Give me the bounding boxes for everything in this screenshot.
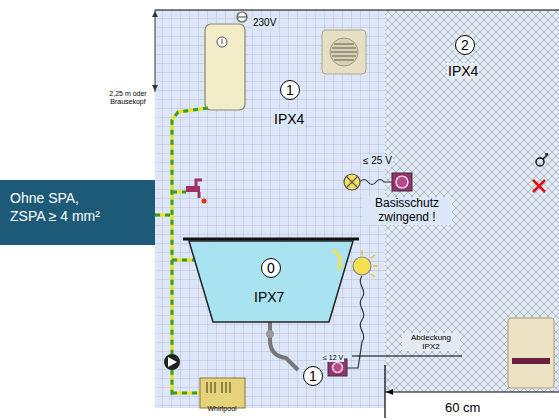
text-holder: IPX7 — [253, 288, 285, 306]
voltage-limit: ≤ 12 V — [322, 354, 344, 362]
bonding-note-box: Ohne SPA, ZSPA ≥ 4 mm² — [0, 180, 155, 245]
bathtub-zone-0: 0IPX7 — [183, 236, 359, 324]
text-holder: Basisschutz zwingend ! — [362, 197, 452, 225]
protection-note: Basisschutz zwingend ! — [362, 197, 452, 225]
text-holder: 0 — [261, 258, 281, 278]
zone-number: 1 — [280, 80, 300, 100]
text-holder: 60 cm — [445, 398, 480, 416]
text-holder: ≤ 12 V — [322, 346, 344, 364]
callout-number: 1 — [303, 366, 323, 386]
width-dimension — [385, 365, 559, 418]
zone-1-region: 1IPX40IPX7 — [155, 10, 385, 408]
tub-light — [347, 250, 378, 368]
bathtub-rim — [183, 238, 359, 241]
protection-class: IPX4 — [447, 63, 479, 79]
zone-number: 2 — [455, 35, 475, 55]
whirlpool-label: Whirlpool — [202, 405, 242, 413]
bathtub-outline — [183, 236, 359, 324]
text-holder: IPX4 — [273, 110, 305, 128]
zone-1-ground — [155, 10, 385, 408]
pump-symbol — [164, 354, 180, 370]
water-tap — [186, 180, 207, 204]
ceiling-line — [155, 9, 559, 10]
zone-number: 0 — [261, 258, 281, 278]
voltage-limit: ≤ 25 V — [362, 155, 393, 167]
bathtub-body — [189, 241, 353, 322]
ventilation-fan — [322, 30, 366, 74]
text-holder: Ohne SPA, ZSPA ≥ 4 mm² — [0, 180, 155, 235]
voltage-label: 230V — [252, 17, 277, 29]
whirlpool-unit — [200, 378, 245, 408]
text-holder: 1 — [280, 80, 300, 100]
cover-line — [352, 355, 462, 356]
text-holder: Abdeckung IPX2 — [402, 333, 460, 353]
socket-symbol — [533, 154, 548, 192]
text-holder: 230V — [252, 12, 277, 30]
appliance — [508, 318, 554, 388]
height-dimension-label: 2,25 m oder Brausekopf — [106, 90, 150, 106]
text-holder: IPX4 — [447, 62, 479, 80]
drain-pipe — [266, 322, 298, 370]
light-reflection — [333, 250, 340, 270]
light-25v — [344, 173, 412, 191]
power-symbol — [237, 12, 247, 22]
text-holder: 2,25 m oder Brausekopf — [106, 90, 150, 108]
dimension-label: 60 cm — [445, 401, 480, 416]
cover-label: Abdeckung IPX2 — [402, 333, 460, 351]
note-text: Ohne SPA, ZSPA ≥ 4 mm² — [10, 190, 110, 225]
text-holder: 2 — [455, 35, 475, 55]
protection-class: IPX4 — [273, 111, 305, 127]
text-holder: Whirlpool — [202, 397, 242, 415]
text-holder: 1 — [303, 366, 323, 386]
water-heater — [205, 24, 245, 110]
text-holder: ≤ 25 V — [362, 150, 393, 168]
height-dimension — [152, 10, 158, 92]
protection-class: IPX7 — [253, 289, 285, 305]
